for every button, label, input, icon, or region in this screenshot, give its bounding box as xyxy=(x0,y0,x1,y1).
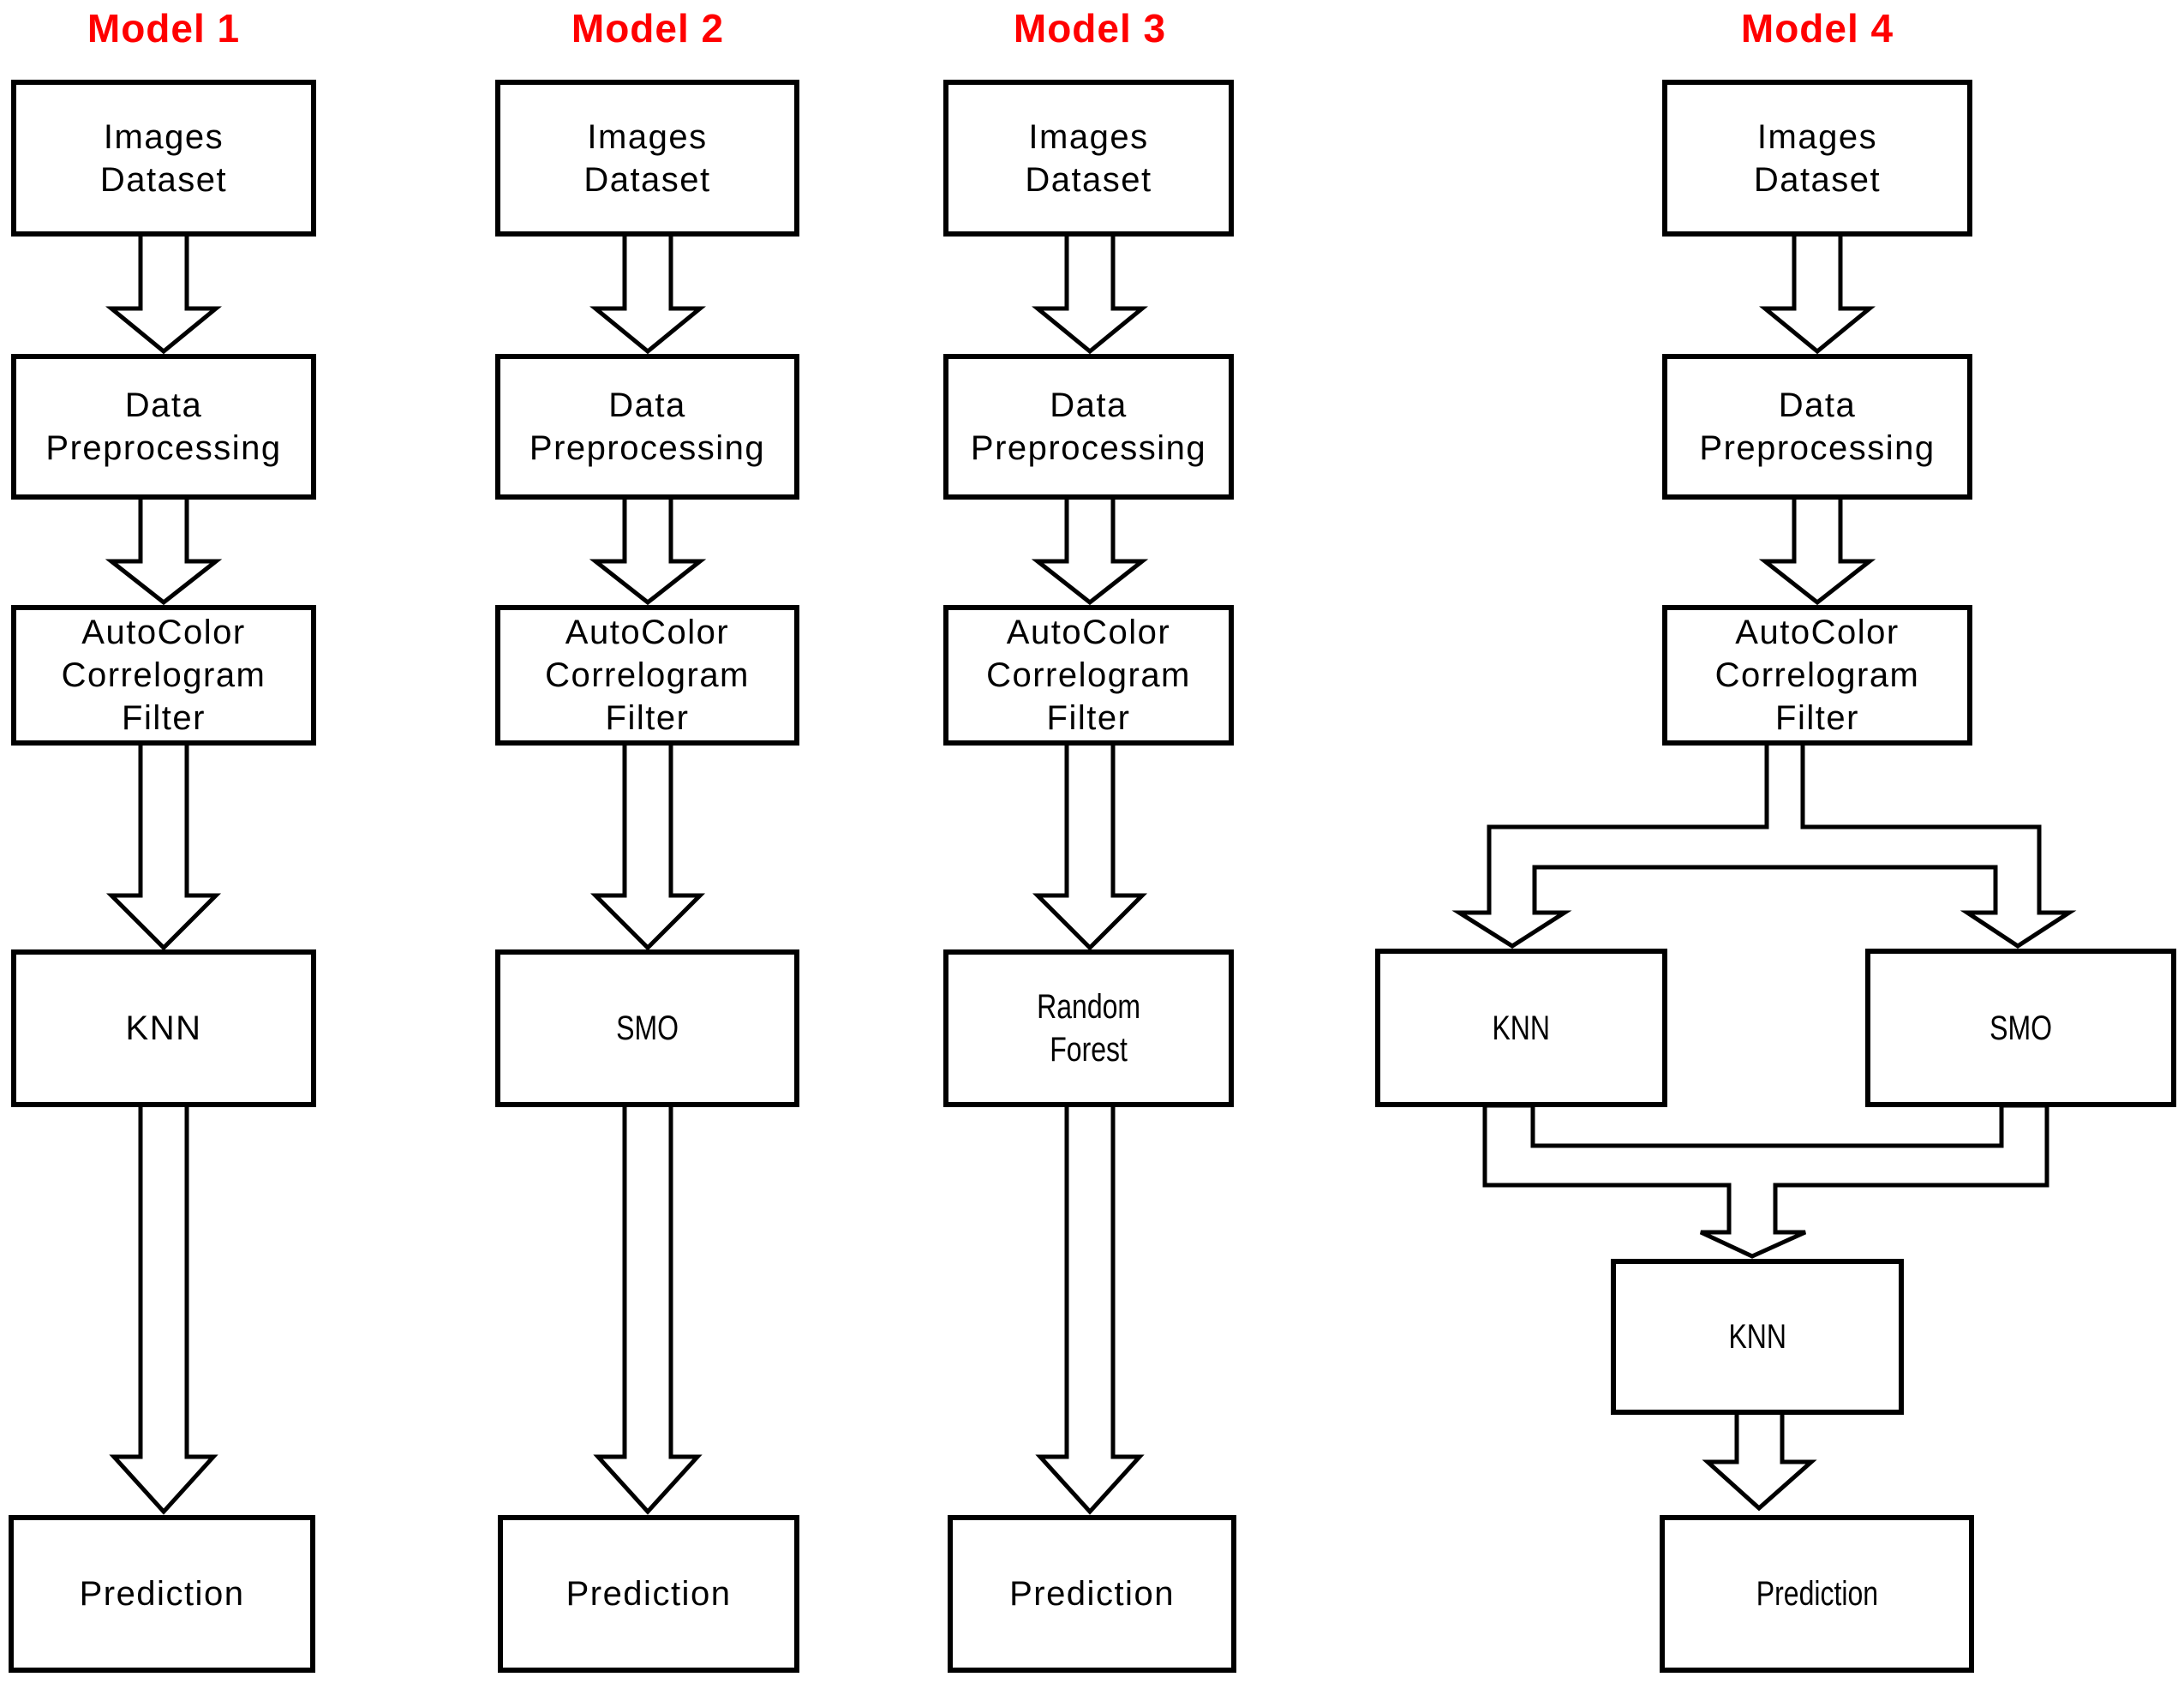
model1-arrow-preprocessing-to-filter xyxy=(105,494,223,606)
model4-autocolor-filter-box: AutoColor Correlogram Filter xyxy=(1662,605,1972,746)
model2-autocolor-filter-label: AutoColor Correlogram Filter xyxy=(545,614,750,737)
model4-ensemble-knn-label: KNN xyxy=(1728,1318,1786,1356)
model4-smo-right-label: SMO xyxy=(1990,1009,2052,1047)
model2-data-preprocessing-label: Data Preprocessing xyxy=(529,386,766,467)
model3-prediction-box: Prediction xyxy=(948,1515,1236,1673)
model4-branch-filter-to-knn-and-smo xyxy=(1451,740,2077,949)
model2-prediction-label: Prediction xyxy=(565,1575,732,1613)
model2-title: Model 2 xyxy=(502,5,793,51)
model1-data-preprocessing-label: Data Preprocessing xyxy=(45,386,282,467)
model4-title-label: Model 4 xyxy=(1740,6,1894,51)
model4-data-preprocessing-label: Data Preprocessing xyxy=(1699,386,1936,467)
model1-arrow-dataset-to-preprocessing xyxy=(105,231,222,355)
model4-images-dataset-box: Images Dataset xyxy=(1662,80,1972,237)
model1-prediction-box: Prediction xyxy=(9,1515,315,1673)
model3-arrow-randomforest-to-prediction xyxy=(1035,1101,1145,1515)
model3-images-dataset-box: Images Dataset xyxy=(943,80,1234,237)
model3-title: Model 3 xyxy=(944,5,1236,51)
model2-autocolor-filter-box: AutoColor Correlogram Filter xyxy=(495,605,799,746)
model3-arrow-filter-to-randomforest xyxy=(1032,740,1148,951)
model4-merge-knn-and-smo-to-knn xyxy=(1482,1103,2049,1259)
model4-title: Model 4 xyxy=(1672,5,1963,51)
model3-autocolor-filter-box: AutoColor Correlogram Filter xyxy=(943,605,1234,746)
model4-autocolor-filter-label: AutoColor Correlogram Filter xyxy=(1714,614,1920,737)
model4-smo-right-box: SMO xyxy=(1865,949,2176,1107)
model4-images-dataset-label: Images Dataset xyxy=(1753,117,1882,199)
model3-arrow-preprocessing-to-filter xyxy=(1031,494,1149,606)
model1-data-preprocessing-box: Data Preprocessing xyxy=(11,354,316,500)
model3-data-preprocessing-label: Data Preprocessing xyxy=(970,386,1207,467)
model3-title-label: Model 3 xyxy=(1013,6,1167,51)
model1-autocolor-filter-box: AutoColor Correlogram Filter xyxy=(11,605,316,746)
model1-images-dataset-label: Images Dataset xyxy=(99,117,228,199)
model3-random-forest-box: Random Forest xyxy=(943,949,1234,1107)
model4-data-preprocessing-box: Data Preprocessing xyxy=(1662,354,1972,500)
model3-prediction-label: Prediction xyxy=(1009,1575,1175,1613)
model1-title: Model 1 xyxy=(18,5,309,51)
model2-images-dataset-box: Images Dataset xyxy=(495,80,799,237)
model3-arrow-dataset-to-preprocessing xyxy=(1032,231,1148,355)
model2-data-preprocessing-box: Data Preprocessing xyxy=(495,354,799,500)
model3-random-forest-label: Random Forest xyxy=(1037,988,1140,1069)
model1-knn-label: KNN xyxy=(125,1009,202,1047)
model1-images-dataset-box: Images Dataset xyxy=(11,80,316,237)
model4-arrow-knn-to-prediction xyxy=(1702,1409,1817,1512)
model2-title-label: Model 2 xyxy=(571,6,725,51)
model2-arrow-dataset-to-preprocessing xyxy=(589,231,706,355)
model4-arrow-preprocessing-to-filter xyxy=(1758,494,1876,606)
model3-data-preprocessing-box: Data Preprocessing xyxy=(943,354,1234,500)
model1-arrow-filter-to-knn xyxy=(105,740,222,951)
model4-ensemble-knn-box: KNN xyxy=(1611,1259,1904,1415)
model1-arrow-knn-to-prediction xyxy=(109,1101,218,1515)
model4-prediction-box: Prediction xyxy=(1660,1515,1974,1673)
model1-title-label: Model 1 xyxy=(87,6,241,51)
model2-smo-box: SMO xyxy=(495,949,799,1107)
model2-arrow-filter-to-smo xyxy=(589,740,706,951)
model2-arrow-preprocessing-to-filter xyxy=(589,494,707,606)
model2-prediction-box: Prediction xyxy=(498,1515,799,1673)
model2-smo-label: SMO xyxy=(616,1009,679,1047)
model1-autocolor-filter-label: AutoColor Correlogram Filter xyxy=(61,614,266,737)
model4-arrow-dataset-to-preprocessing xyxy=(1759,231,1876,355)
model2-images-dataset-label: Images Dataset xyxy=(583,117,711,199)
model4-knn-left-box: KNN xyxy=(1375,949,1667,1107)
model4-knn-left-label: KNN xyxy=(1492,1009,1551,1047)
model1-knn-box: KNN xyxy=(11,949,316,1107)
model3-autocolor-filter-label: AutoColor Correlogram Filter xyxy=(986,614,1191,737)
model4-prediction-label: Prediction xyxy=(1756,1575,1878,1613)
model1-prediction-label: Prediction xyxy=(79,1575,245,1613)
model2-arrow-smo-to-prediction xyxy=(593,1101,703,1515)
model3-images-dataset-label: Images Dataset xyxy=(1025,117,1152,199)
